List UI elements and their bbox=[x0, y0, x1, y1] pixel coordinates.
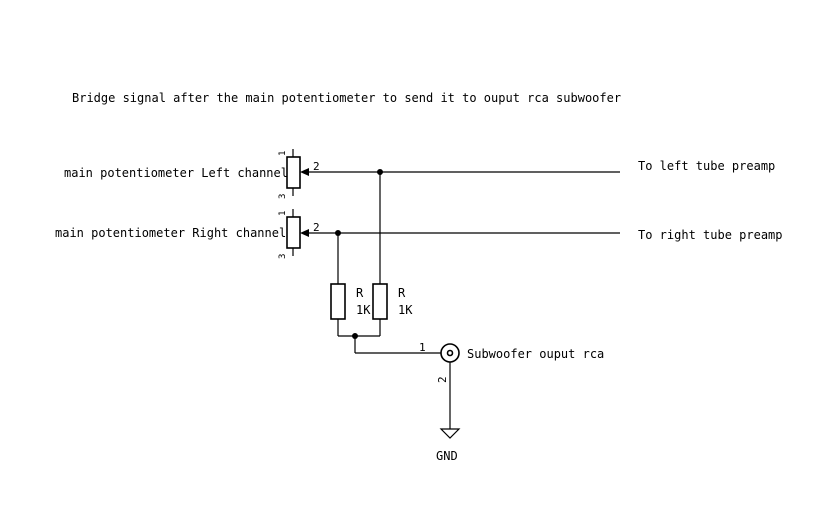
pot-right-pin-3: 3 bbox=[278, 254, 288, 259]
pot-right-label: main potentiometer Right channel bbox=[55, 226, 286, 240]
pot-left-pin-1: 1 bbox=[278, 151, 288, 156]
net-left-label: To left tube preamp bbox=[638, 159, 775, 173]
pot-left: 1 3 2 bbox=[278, 149, 320, 199]
pot-right: 1 3 2 bbox=[278, 209, 320, 259]
pot-left-pin-2: 2 bbox=[313, 160, 320, 173]
diagram-title: Bridge signal after the main potentiomet… bbox=[72, 91, 621, 105]
ground-symbol bbox=[439, 428, 461, 439]
rca-label: Subwoofer ouput rca bbox=[467, 347, 604, 361]
ground-label: GND bbox=[436, 449, 458, 463]
junction-resistors bbox=[352, 333, 358, 339]
resistor-2-value: 1K bbox=[398, 303, 413, 317]
rca-pin-1: 1 bbox=[419, 341, 426, 354]
resistor-1-ref: R bbox=[356, 286, 364, 300]
pot-left-label: main potentiometer Left channel bbox=[64, 166, 288, 180]
net-right-label: To right tube preamp bbox=[638, 228, 783, 242]
resistor-2-ref: R bbox=[398, 286, 406, 300]
resistor-1: R 1K bbox=[330, 283, 371, 320]
pot-right-pin-1: 1 bbox=[278, 211, 288, 216]
rca-connector: 1 2 bbox=[419, 341, 460, 383]
junction-right bbox=[335, 230, 341, 236]
rca-pin-2: 2 bbox=[436, 376, 449, 383]
pot-left-pin-3: 3 bbox=[278, 194, 288, 199]
resistor-2: R 1K bbox=[372, 283, 413, 320]
pot-right-pin-2: 2 bbox=[313, 221, 320, 234]
wires bbox=[309, 171, 620, 429]
resistor-1-value: 1K bbox=[356, 303, 371, 317]
junction-left bbox=[377, 169, 383, 175]
